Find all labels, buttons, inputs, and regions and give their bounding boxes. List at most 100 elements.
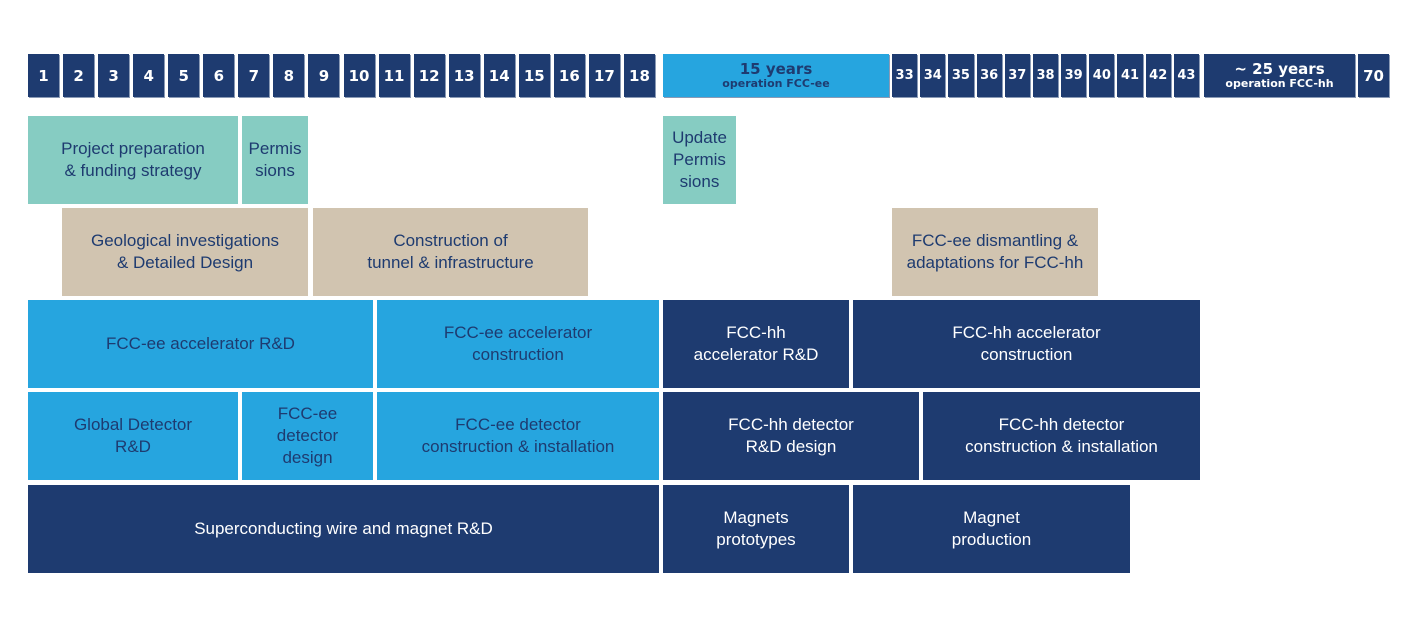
task-label: FCC-ee dismantling & adaptations for FCC… bbox=[906, 231, 1084, 272]
year-label: 6 bbox=[213, 66, 224, 85]
task-label: Construction of tunnel & infrastructure bbox=[367, 231, 534, 272]
task-geological-investigations: Geological investigations & Detailed Des… bbox=[62, 208, 308, 296]
year-label: 40 bbox=[1092, 68, 1111, 83]
year-cell: 37 bbox=[1004, 54, 1030, 97]
task-label: FCC-hh accelerator construction bbox=[952, 323, 1101, 364]
year-cell: 16 bbox=[553, 54, 585, 97]
year-label: 14 bbox=[488, 66, 510, 85]
task-label: FCC-hh detector R&D design bbox=[728, 415, 854, 456]
year-cell: 2 bbox=[63, 54, 95, 97]
task-label: Permis sions bbox=[248, 139, 302, 180]
year-label: 17 bbox=[593, 66, 615, 85]
year-cell: 38 bbox=[1032, 54, 1059, 97]
year-cell: 6 bbox=[203, 54, 235, 97]
task-label: Global Detector R&D bbox=[73, 415, 193, 456]
year-label: 15 bbox=[523, 66, 545, 85]
task-fcc-hh-accelerator-rd: FCC-hh accelerator R&D bbox=[663, 300, 849, 388]
year-label: 35 bbox=[951, 68, 970, 83]
year-cell: 1 bbox=[28, 54, 60, 97]
task-label: FCC-ee accelerator construction bbox=[443, 323, 593, 364]
year-cell: 9 bbox=[308, 54, 340, 97]
year-cell: 18 bbox=[623, 54, 655, 97]
year-label: 34 bbox=[923, 68, 942, 83]
year-cell: 35 bbox=[948, 54, 974, 97]
task-fcc-ee-detector-construction: FCC-ee detector construction & installat… bbox=[377, 392, 659, 480]
year-label: 37 bbox=[1008, 68, 1027, 83]
year-label: 43 bbox=[1177, 68, 1196, 83]
task-label: Update Permis sions bbox=[672, 128, 727, 191]
year-cell: 10 bbox=[343, 54, 375, 97]
task-label: FCC-hh detector construction & installat… bbox=[965, 415, 1158, 456]
year-label: 42 bbox=[1149, 68, 1168, 83]
year-cell: 43 bbox=[1173, 54, 1199, 97]
year-cell: 5 bbox=[168, 54, 200, 97]
year-label: 3 bbox=[108, 66, 119, 85]
task-label: FCC-ee detector construction & installat… bbox=[421, 415, 615, 456]
task-fcc-hh-accelerator-construction: FCC-hh accelerator construction bbox=[853, 300, 1200, 388]
task-label: FCC-hh accelerator R&D bbox=[693, 323, 819, 364]
year-label: 38 bbox=[1036, 68, 1055, 83]
task-label: Superconducting wire and magnet R&D bbox=[194, 519, 493, 538]
year-cell-final: 70 bbox=[1358, 54, 1389, 97]
year-label: 13 bbox=[453, 66, 475, 85]
fcc-ee-operation-label: operation FCC-ee bbox=[722, 76, 830, 90]
fcc-ee-operation-period: 15 years operation FCC-ee bbox=[663, 54, 889, 97]
task-project-preparation: Project preparation & funding strategy bbox=[28, 116, 238, 204]
task-global-detector-rd: Global Detector R&D bbox=[28, 392, 238, 480]
task-fcc-hh-detector-construction: FCC-hh detector construction & installat… bbox=[923, 392, 1200, 480]
year-label: 11 bbox=[383, 66, 405, 85]
task-fcc-hh-detector-rd: FCC-hh detector R&D design bbox=[663, 392, 919, 480]
year-label: 39 bbox=[1064, 68, 1083, 83]
year-label: 33 bbox=[895, 68, 914, 83]
year-cell: 15 bbox=[518, 54, 550, 97]
year-label: 5 bbox=[178, 66, 189, 85]
task-fcc-ee-dismantling: FCC-ee dismantling & adaptations for FCC… bbox=[892, 208, 1098, 296]
task-permissions: Permis sions bbox=[242, 116, 308, 204]
task-magnet-production: Magnet production bbox=[853, 485, 1130, 573]
task-label: Geological investigations & Detailed Des… bbox=[90, 231, 280, 272]
year-cell: 13 bbox=[448, 54, 480, 97]
year-label: 7 bbox=[248, 66, 260, 85]
year-label: 10 bbox=[348, 66, 370, 85]
task-label: FCC-ee accelerator R&D bbox=[106, 334, 295, 353]
year-label: 8 bbox=[283, 66, 295, 85]
year-label: 12 bbox=[418, 66, 440, 85]
task-update-permissions: Update Permis sions bbox=[663, 116, 736, 204]
task-sc-wire-magnet-rd: Superconducting wire and magnet R&D bbox=[28, 485, 659, 573]
year-label: 2 bbox=[73, 66, 84, 85]
task-fcc-ee-accelerator-construction: FCC-ee accelerator construction bbox=[377, 300, 659, 388]
year-cell: 4 bbox=[133, 54, 165, 97]
task-tunnel-construction: Construction of tunnel & infrastructure bbox=[313, 208, 588, 296]
year-cell: 36 bbox=[976, 54, 1002, 97]
task-magnets-prototypes: Magnets prototypes bbox=[663, 485, 849, 573]
year-label: 1 bbox=[38, 66, 49, 85]
year-cell: 39 bbox=[1061, 54, 1087, 97]
fcc-hh-operation-duration: ~ 25 years bbox=[1234, 59, 1325, 78]
year-cell: 12 bbox=[413, 54, 445, 97]
year-label: 36 bbox=[980, 68, 999, 83]
year-cell: 41 bbox=[1117, 54, 1143, 97]
fcc-hh-operation-label: operation FCC-hh bbox=[1225, 76, 1334, 90]
year-label: 41 bbox=[1120, 68, 1140, 83]
task-label: Magnet production bbox=[951, 508, 1032, 549]
fcc-hh-operation-period: ~ 25 years operation FCC-hh bbox=[1204, 54, 1355, 97]
year-cell: 42 bbox=[1145, 54, 1171, 97]
year-label: 16 bbox=[558, 66, 580, 85]
year-cell: 34 bbox=[920, 54, 946, 97]
year-cell: 3 bbox=[98, 54, 130, 97]
year-label: 70 bbox=[1363, 66, 1384, 85]
year-cell: 33 bbox=[892, 54, 918, 97]
task-label: Project preparation & funding strategy bbox=[61, 139, 205, 180]
task-label: FCC-ee detector design bbox=[276, 404, 339, 467]
task-fcc-ee-accelerator-rd: FCC-ee accelerator R&D bbox=[28, 300, 373, 388]
year-cell: 17 bbox=[588, 54, 620, 97]
year-cell: 8 bbox=[273, 54, 305, 97]
year-label: 9 bbox=[318, 66, 330, 85]
year-label: 18 bbox=[629, 66, 650, 85]
year-cell: 11 bbox=[378, 54, 410, 97]
year-label: 4 bbox=[143, 66, 154, 85]
task-fcc-ee-detector-design: FCC-ee detector design bbox=[242, 392, 373, 480]
fcc-ee-operation-duration: 15 years bbox=[739, 59, 813, 78]
year-cell: 14 bbox=[483, 54, 515, 97]
year-cell: 7 bbox=[238, 54, 270, 97]
